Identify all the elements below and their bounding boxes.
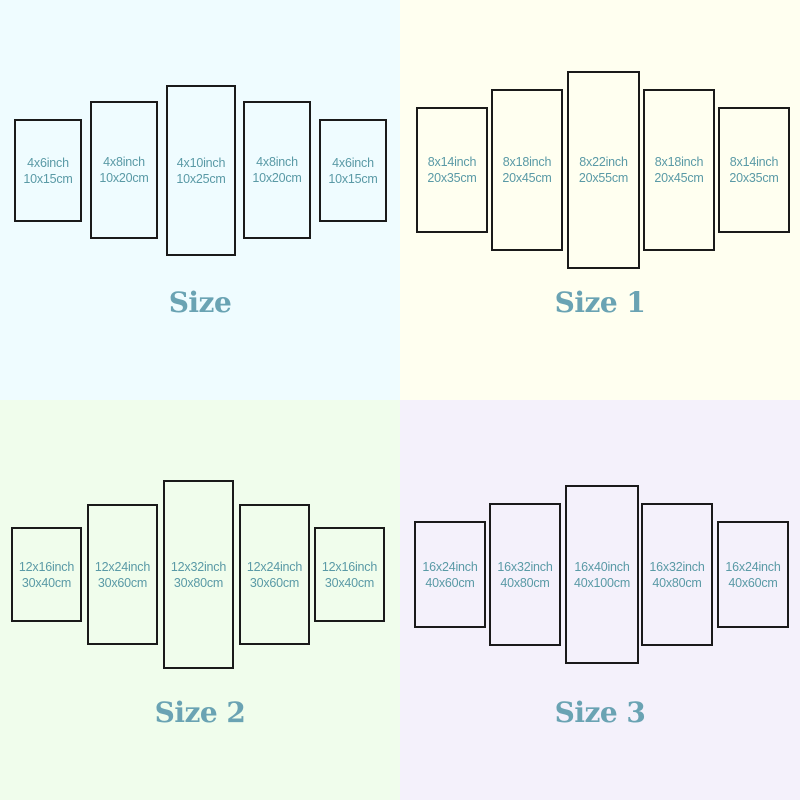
panel-inch-label: 12x24inch bbox=[246, 559, 303, 574]
panel-inch-label: 12x16inch bbox=[18, 559, 75, 574]
panel-cm-label: 20x35cm bbox=[427, 171, 477, 185]
canvas-panel: 16x24inch 40x60cm bbox=[717, 521, 789, 628]
quadrant-size-2: 12x16inch 30x40cm 12x24inch 30x60cm 12x3… bbox=[0, 400, 400, 800]
size-3-caption: Size 3 bbox=[554, 696, 646, 729]
canvas-panel: 12x24inch 30x60cm bbox=[87, 504, 158, 645]
panel-cm-label: 40x80cm bbox=[500, 575, 550, 590]
panel-cm-label: 40x80cm bbox=[652, 575, 702, 590]
canvas-panel: 8x22inch 20x55cm bbox=[567, 71, 640, 269]
panel-cm-label: 30x80cm bbox=[173, 575, 224, 590]
panel-inch-label: 4x8inch bbox=[256, 155, 298, 169]
panel-cm-label: 10x20cm bbox=[252, 171, 302, 185]
canvas-panel: 8x14inch 20x35cm bbox=[718, 107, 790, 233]
panel-inch-label: 12x32inch bbox=[170, 559, 227, 574]
panel-inch-label: 16x32inch bbox=[649, 559, 705, 574]
canvas-panel: 8x14inch 20x35cm bbox=[416, 107, 488, 233]
panel-inch-label: 16x40inch bbox=[574, 559, 630, 574]
panel-inch-label: 4x10inch bbox=[176, 155, 226, 170]
panel-inch-label: 4x8inch bbox=[103, 155, 145, 169]
panel-cm-label: 20x45cm bbox=[502, 171, 552, 185]
panel-cm-label: 20x55cm bbox=[578, 171, 629, 185]
canvas-panel: 8x18inch 20x45cm bbox=[491, 89, 563, 251]
canvas-panel: 4x8inch 10x20cm bbox=[90, 101, 158, 239]
panel-inch-label: 8x14inch bbox=[729, 155, 779, 169]
panel-inch-label: 4x6inch bbox=[27, 155, 69, 170]
size-caption: Size bbox=[168, 286, 232, 319]
quadrant-size-3: 16x24inch 40x60cm 16x32inch 40x80cm 16x4… bbox=[400, 400, 800, 800]
canvas-panel: 4x6inch 10x15cm bbox=[319, 119, 387, 222]
canvas-panel: 12x16inch 30x40cm bbox=[11, 527, 82, 622]
panel-cm-label: 40x60cm bbox=[728, 575, 778, 590]
panel-cm-label: 10x20cm bbox=[99, 171, 149, 185]
canvas-panel: 12x32inch 30x80cm bbox=[163, 480, 234, 669]
panel-cm-label: 30x60cm bbox=[249, 575, 300, 590]
canvas-panel: 16x32inch 40x80cm bbox=[641, 503, 713, 646]
panel-cm-label: 30x40cm bbox=[324, 575, 375, 590]
size-2-caption: Size 2 bbox=[154, 696, 246, 729]
panel-cm-label: 30x60cm bbox=[97, 575, 148, 590]
size-1-caption: Size 1 bbox=[554, 286, 646, 319]
panel-cm-label: 30x40cm bbox=[21, 575, 72, 590]
panel-inch-label: 16x24inch bbox=[422, 559, 478, 574]
quadrant-size-1: 8x14inch 20x35cm 8x18inch 20x45cm 8x22in… bbox=[400, 0, 800, 400]
panel-inch-label: 8x18inch bbox=[502, 155, 552, 169]
panel-cm-label: 10x25cm bbox=[176, 171, 226, 186]
canvas-panel: 12x24inch 30x60cm bbox=[239, 504, 310, 645]
panel-inch-label: 12x16inch bbox=[321, 559, 378, 574]
canvas-panel: 16x40inch 40x100cm bbox=[565, 485, 639, 664]
panel-cm-label: 20x45cm bbox=[654, 171, 704, 185]
panel-cm-label: 10x15cm bbox=[23, 171, 73, 186]
quadrant-size: 4x6inch 10x15cm 4x8inch 10x20cm 4x10inch… bbox=[0, 0, 400, 400]
canvas-panel: 4x10inch 10x25cm bbox=[166, 85, 236, 256]
panel-inch-label: 16x32inch bbox=[497, 559, 553, 574]
panel-inch-label: 4x6inch bbox=[332, 155, 374, 170]
panel-cm-label: 40x60cm bbox=[425, 575, 475, 590]
canvas-panel: 8x18inch 20x45cm bbox=[643, 89, 715, 251]
panel-inch-label: 12x24inch bbox=[94, 559, 151, 574]
panel-cm-label: 10x15cm bbox=[328, 171, 378, 186]
canvas-panel: 16x32inch 40x80cm bbox=[489, 503, 561, 646]
panel-inch-label: 8x22inch bbox=[579, 155, 628, 169]
panel-cm-label: 40x100cm bbox=[573, 575, 631, 590]
panel-inch-label: 16x24inch bbox=[725, 559, 781, 574]
panel-inch-label: 8x14inch bbox=[427, 155, 477, 169]
canvas-panel: 16x24inch 40x60cm bbox=[414, 521, 486, 628]
canvas-panel: 12x16inch 30x40cm bbox=[314, 527, 385, 622]
panel-cm-label: 20x35cm bbox=[729, 171, 779, 185]
panel-inch-label: 8x18inch bbox=[654, 155, 704, 169]
canvas-panel: 4x8inch 10x20cm bbox=[243, 101, 311, 239]
canvas-panel: 4x6inch 10x15cm bbox=[14, 119, 82, 222]
